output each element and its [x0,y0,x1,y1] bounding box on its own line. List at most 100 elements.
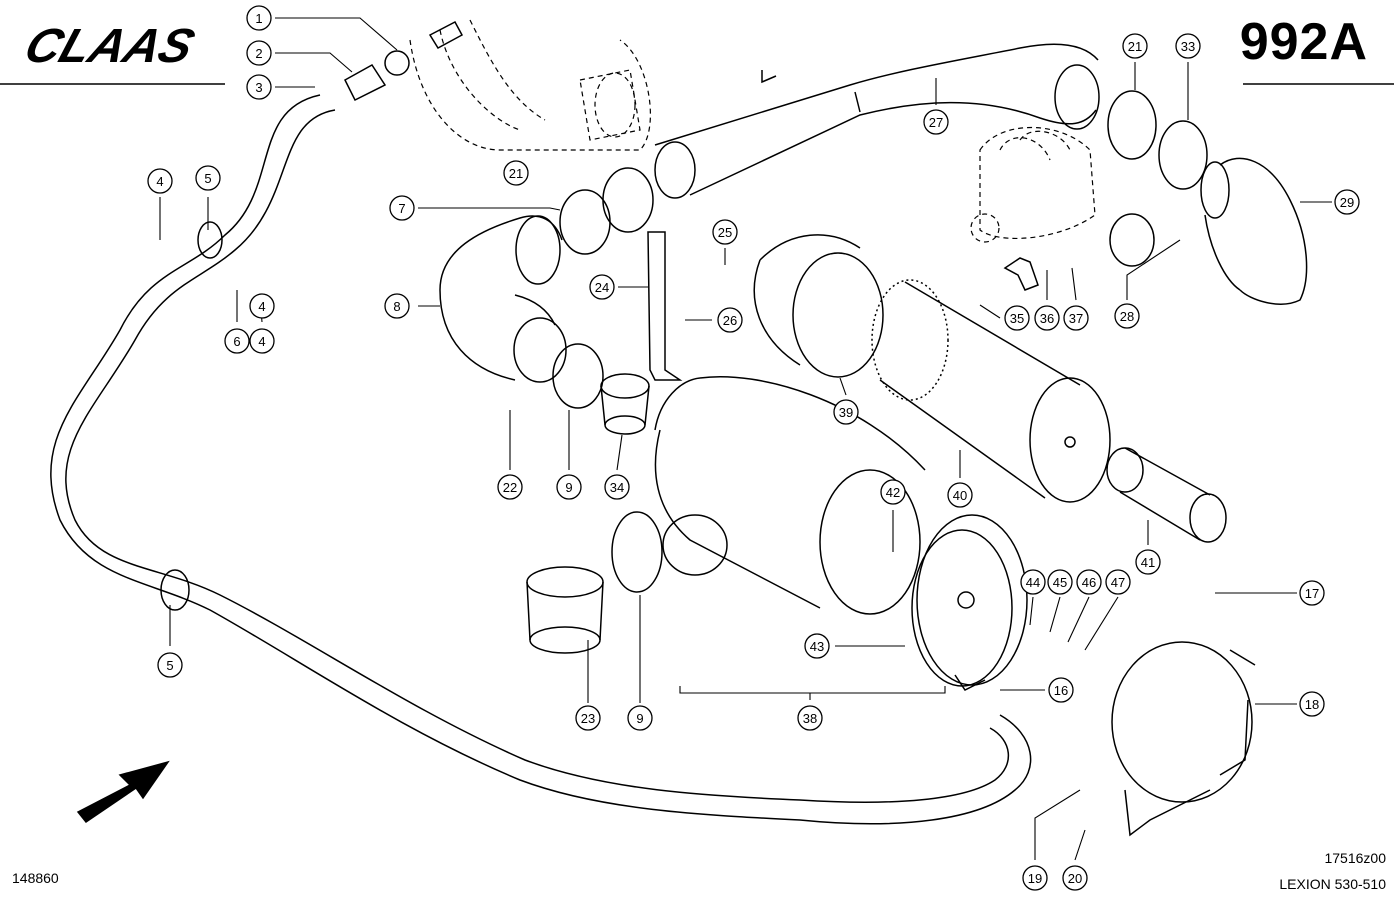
callout-number: 38 [803,711,817,726]
callout-circle [575,705,601,731]
vent-hose [50,94,1032,825]
callout-circle [389,195,415,221]
callout-number: 5 [204,171,211,186]
callout-circle [712,219,738,245]
callout-number: 37 [1069,311,1083,326]
callout-circle [797,705,823,731]
callout-number: 44 [1026,575,1040,590]
callout-circle [923,109,949,135]
callout-45: 45 [1047,569,1073,595]
callout-number: 2 [255,46,262,61]
callout-5: 5 [157,652,183,678]
bracket-24 [647,231,683,381]
callout-19: 19 [1022,865,1048,891]
callout-number: 4 [258,299,265,314]
air-pipe-27 [654,43,1100,199]
callout-3: 3 [246,74,272,100]
callout-circle [1114,303,1140,329]
sleeve-34 [600,373,650,435]
callout-1: 1 [246,5,272,31]
callout-number: 46 [1082,575,1096,590]
callout-20: 20 [1062,865,1088,891]
callout-number: 36 [1040,311,1054,326]
callout-number: 24 [595,280,609,295]
callout-circle [503,160,529,186]
callout-4: 4 [249,328,275,354]
callout-number: 7 [398,201,405,216]
callout-26: 26 [717,307,743,333]
callout-circle [157,652,183,678]
callout-circle [1175,33,1201,59]
callout-circle [604,474,630,500]
callout-number: 20 [1068,871,1082,886]
callout-4: 4 [249,293,275,319]
callout-circle [249,293,275,319]
callout-circle [147,168,173,194]
callout-circle [384,293,410,319]
callout-16: 16 [1048,677,1074,703]
callout-29: 29 [1334,189,1360,215]
callout-circle [249,328,275,354]
callout-circle [804,633,830,659]
callout-circle [1062,865,1088,891]
callout-33: 33 [1175,33,1201,59]
connector-1-2 [344,20,464,102]
callout-number: 4 [156,174,163,189]
callout-circle [1034,305,1060,331]
callout-circle [556,474,582,500]
callout-number: 4 [258,334,265,349]
callout-number: 23 [581,711,595,726]
band-clamp-18 [1111,641,1256,837]
callout-number: 22 [503,480,517,495]
callout-circle [1105,569,1131,595]
claas-logo: CLAAS [18,19,201,68]
callout-44: 44 [1020,569,1046,595]
callout-number: 3 [255,80,262,95]
callout-47: 47 [1105,569,1131,595]
callout-number: 18 [1305,697,1319,712]
callout-9: 9 [556,474,582,500]
callout-34: 34 [604,474,630,500]
callout-25: 25 [712,219,738,245]
callout-circle [589,274,615,300]
callout-24: 24 [589,274,615,300]
callout-7: 7 [389,195,415,221]
callout-number: 40 [953,488,967,503]
callout-circle [1334,189,1360,215]
callout-number: 45 [1053,575,1067,590]
callout-number: 16 [1054,683,1068,698]
callout-number: 9 [565,480,572,495]
callout-4: 4 [147,168,173,194]
callout-number: 19 [1028,871,1042,886]
bracket-36 [1003,257,1039,291]
callout-number: 5 [166,658,173,673]
clamps [384,50,1208,593]
callout-38: 38 [797,705,823,731]
callout-number: 29 [1340,195,1354,210]
hose-29 [1200,157,1308,305]
callout-number: 27 [929,115,943,130]
safety-filter-41 [1106,447,1227,543]
callout-number: 43 [810,639,824,654]
callout-number: 35 [1010,311,1024,326]
callout-circle [224,328,250,354]
callout-42: 42 [880,479,906,505]
pre-cleaner-39 [753,234,884,378]
callout-circle [246,5,272,31]
callout-number: 26 [723,313,737,328]
drawing-code: 17516z00 [1324,850,1386,866]
callout-6: 6 [224,328,250,354]
callout-number: 1 [255,11,262,26]
callout-9: 9 [627,705,653,731]
callout-43: 43 [804,633,830,659]
callout-circle [1299,580,1325,606]
air-filter-housing [654,376,926,615]
callout-number: 41 [1141,555,1155,570]
callout-number: 34 [610,480,624,495]
callout-35: 35 [1004,305,1030,331]
callout-8: 8 [384,293,410,319]
callout-circle [1004,305,1030,331]
callout-21: 21 [503,160,529,186]
callout-circle [1122,33,1148,59]
